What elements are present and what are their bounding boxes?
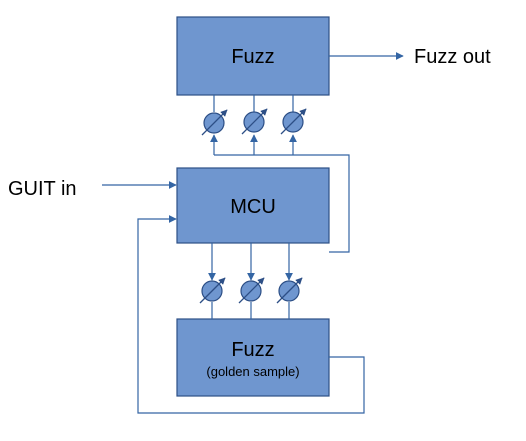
potentiometer-icon xyxy=(241,108,268,135)
potentiometer-adjust-arrow xyxy=(201,109,228,136)
potentiometer-icon xyxy=(201,109,228,136)
fuzz-output-label: Fuzz out xyxy=(414,46,491,68)
potentiometer-icon xyxy=(238,277,265,304)
potentiometer-icon xyxy=(276,277,303,304)
mcu-block xyxy=(176,167,330,244)
potentiometer-icon xyxy=(199,277,226,304)
fuzz-golden-block xyxy=(176,318,330,397)
potentiometer-icon xyxy=(280,108,307,135)
fuzz-golden-subtitle: (golden sample) xyxy=(206,364,299,379)
fuzz-golden-title: Fuzz xyxy=(231,339,274,361)
potentiometer-adjust-arrow xyxy=(238,277,265,304)
bottom-pot-bank xyxy=(208,243,293,319)
fuzz-block-title: Fuzz xyxy=(231,46,274,68)
potentiometer-adjust-arrow xyxy=(241,108,268,135)
top-pot-bank xyxy=(210,95,350,253)
fuzz-block xyxy=(176,16,330,96)
mcu-to-top-pots-bus xyxy=(214,154,350,253)
potentiometer-adjust-arrow xyxy=(276,277,303,304)
potentiometer-group xyxy=(199,108,307,304)
guitar-input-label: GUIT in xyxy=(8,178,77,200)
mcu-block-title: MCU xyxy=(230,196,276,218)
potentiometer-adjust-arrow xyxy=(199,277,226,304)
potentiometer-adjust-arrow xyxy=(280,108,307,135)
golden-feedback-loop xyxy=(137,215,365,414)
